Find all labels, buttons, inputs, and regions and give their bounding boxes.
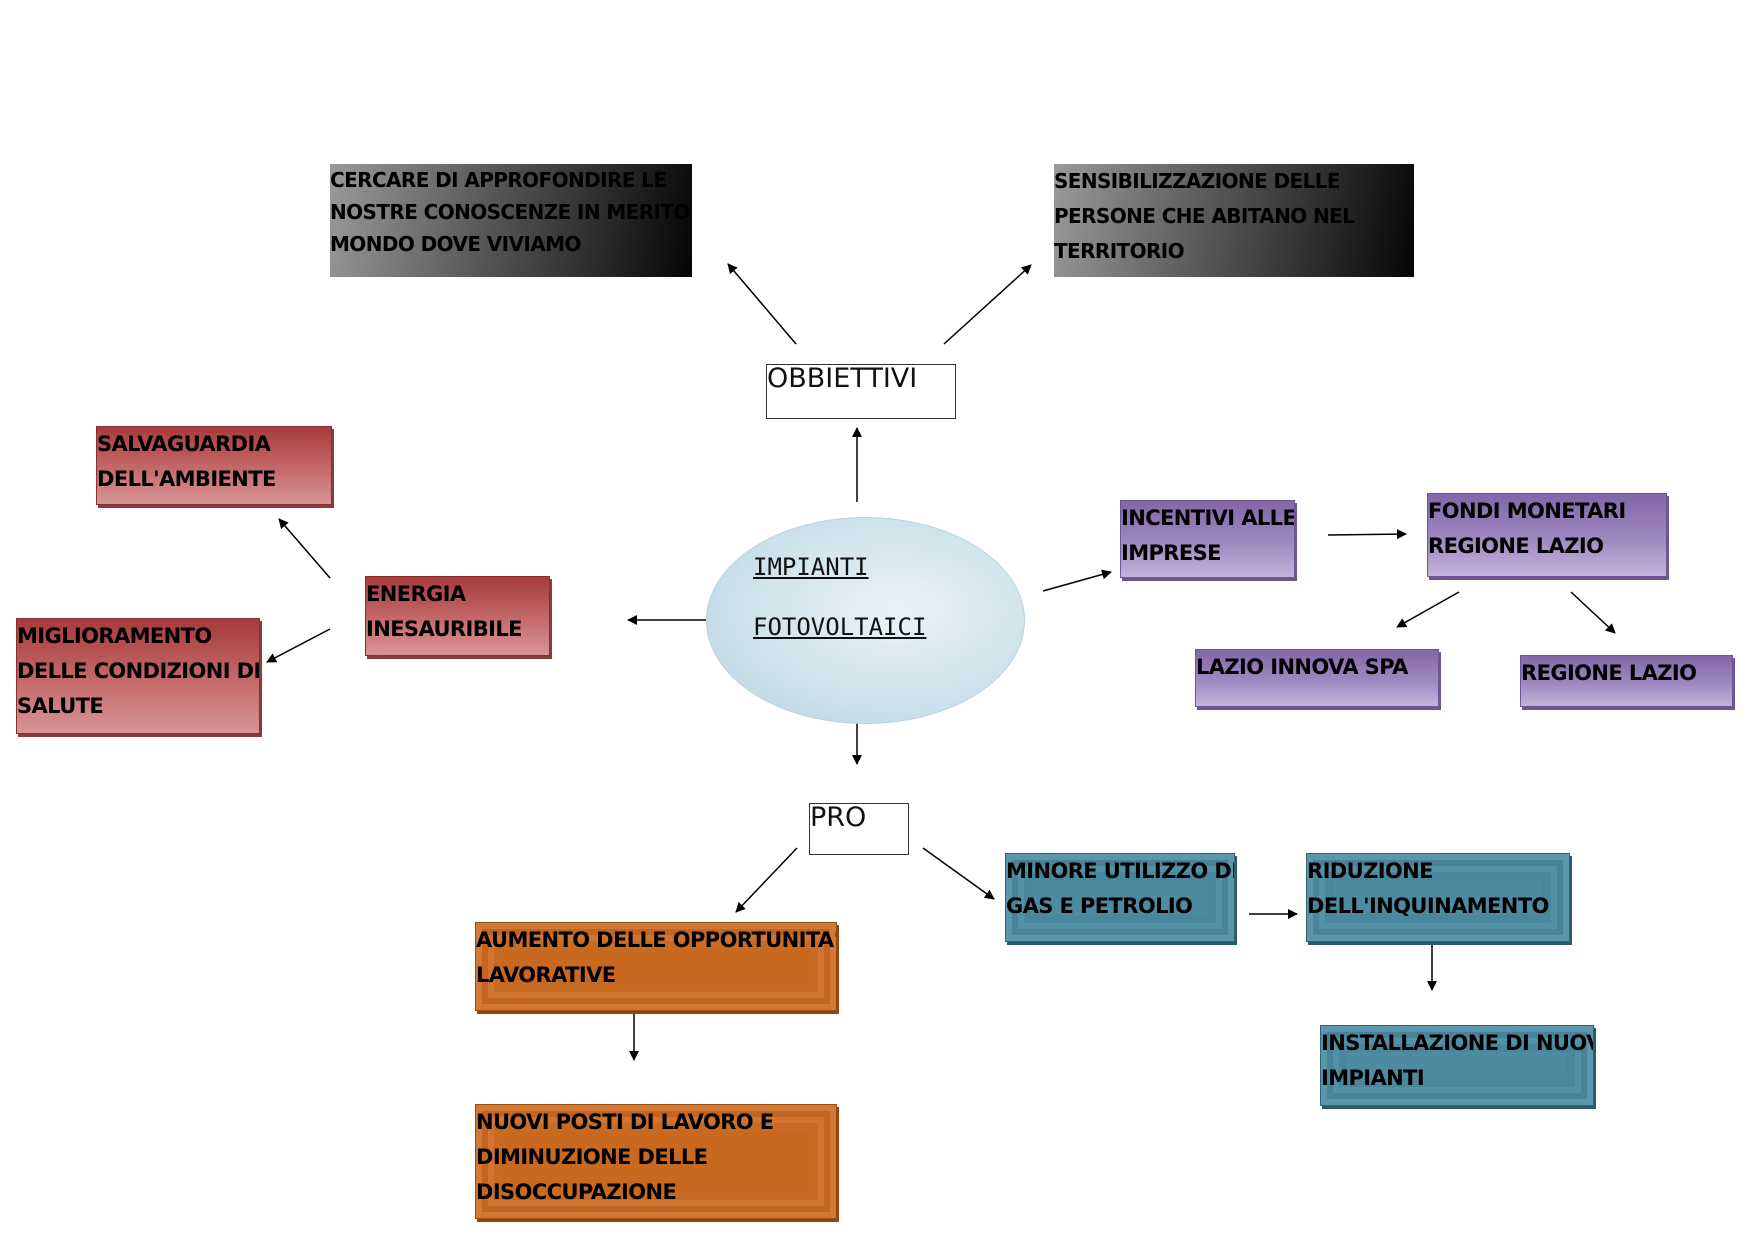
center-label-line2: FOTOVOLTAICI (753, 613, 927, 641)
box-approfondire-line1: CERCARE DI APPROFONDIRE LE (330, 168, 667, 192)
arrow-energia-to-miglioramento (266, 628, 331, 663)
box-approfondire-line2: NOSTRE CONOSCENZE IN MERITO AL (330, 200, 692, 224)
box-aumento-line1: AUMENTO DELLE OPPORTUNITA' (476, 928, 837, 952)
box-salvaguardia-line2: DELL'AMBIENTE (97, 467, 276, 491)
box-nuovi-posti-line2: DIMINUZIONE DELLE (476, 1145, 708, 1169)
arrow-obbiettivi-to-sensibilizzazione (943, 264, 1032, 345)
box-energia: ENERGIA INESAURIBILE (365, 576, 550, 656)
box-riduzione-line1: RIDUZIONE (1307, 859, 1433, 883)
obbiettivi-label: OBBIETTIVI (766, 364, 956, 419)
box-minore-utilizzo-line1: MINORE UTILIZZO DI (1006, 859, 1235, 883)
box-incentivi: INCENTIVI ALLE IMPRESE (1120, 500, 1295, 578)
arrow-pro-to-minore-utilizzo (922, 847, 995, 900)
box-sensibilizzazione-line1: SENSIBILIZZAZIONE DELLE (1054, 169, 1341, 193)
box-nuovi-posti: NUOVI POSTI DI LAVORO E DIMINUZIONE DELL… (475, 1104, 837, 1219)
box-lazio-innova: LAZIO INNOVA SPA (1195, 649, 1439, 707)
box-miglioramento: MIGLIORAMENTO DELLE CONDIZIONI DI SALUTE (16, 618, 260, 734)
box-nuovi-posti-line3: DISOCCUPAZIONE (476, 1180, 677, 1204)
center-node (706, 517, 1025, 724)
box-sensibilizzazione-line3: TERRITORIO (1054, 239, 1185, 263)
box-regione-lazio: REGIONE LAZIO (1520, 655, 1733, 707)
box-aumento-line2: LAVORATIVE (476, 963, 616, 987)
arrow-center-to-incentivi (1042, 569, 1112, 592)
arrow-incentivi-to-fondi (1327, 529, 1407, 540)
box-fondi: FONDI MONETARI REGIONE LAZIO (1427, 493, 1667, 577)
box-approfondire: CERCARE DI APPROFONDIRE LE NOSTRE CONOSC… (330, 164, 692, 277)
box-nuovi-posti-line1: NUOVI POSTI DI LAVORO E (476, 1110, 774, 1134)
box-installazione-line2: IMPIANTI (1321, 1066, 1425, 1090)
box-minore-utilizzo: MINORE UTILIZZO DI GAS E PETROLIO (1005, 853, 1235, 942)
box-salvaguardia: SALVAGUARDIA DELL'AMBIENTE (96, 426, 332, 505)
arrow-pro-to-aumento (735, 847, 798, 913)
center-label-line1: IMPIANTI (753, 553, 869, 581)
box-sensibilizzazione: SENSIBILIZZAZIONE DELLE PERSONE CHE ABIT… (1054, 164, 1414, 277)
box-approfondire-line3: MONDO DOVE VIVIAMO (330, 232, 581, 256)
arrow-fondi-to-lazio-innova (1396, 591, 1460, 628)
box-miglioramento-line2: DELLE CONDIZIONI DI (17, 659, 260, 683)
box-fondi-line2: REGIONE LAZIO (1428, 534, 1604, 558)
arrow-energia-to-salvaguardia (278, 518, 331, 579)
box-incentivi-line1: INCENTIVI ALLE (1121, 506, 1295, 530)
box-incentivi-line2: IMPRESE (1121, 541, 1221, 565)
box-installazione: INSTALLAZIONE DI NUOVI IMPIANTI (1320, 1025, 1594, 1106)
box-energia-line1: ENERGIA (366, 582, 466, 606)
arrow-obbiettivi-to-approfondire (727, 263, 797, 345)
box-lazio-innova-line1: LAZIO INNOVA SPA (1196, 655, 1408, 679)
box-riduzione-line2: DELL'INQUINAMENTO (1307, 894, 1549, 918)
box-regione-lazio-line1: REGIONE LAZIO (1521, 661, 1697, 685)
box-salvaguardia-line1: SALVAGUARDIA (97, 432, 271, 456)
box-riduzione: RIDUZIONE DELL'INQUINAMENTO (1306, 853, 1570, 942)
box-installazione-line1: INSTALLAZIONE DI NUOVI (1321, 1031, 1594, 1055)
arrow-fondi-to-regione-lazio (1570, 591, 1616, 634)
box-fondi-line1: FONDI MONETARI (1428, 499, 1626, 523)
box-energia-line2: INESAURIBILE (366, 617, 522, 641)
box-sensibilizzazione-line2: PERSONE CHE ABITANO NEL (1054, 204, 1355, 228)
pro-label: PRO (809, 803, 909, 855)
box-miglioramento-line3: SALUTE (17, 694, 104, 718)
box-minore-utilizzo-line2: GAS E PETROLIO (1006, 894, 1193, 918)
box-aumento: AUMENTO DELLE OPPORTUNITA' LAVORATIVE (475, 922, 837, 1011)
box-miglioramento-line1: MIGLIORAMENTO (17, 624, 212, 648)
